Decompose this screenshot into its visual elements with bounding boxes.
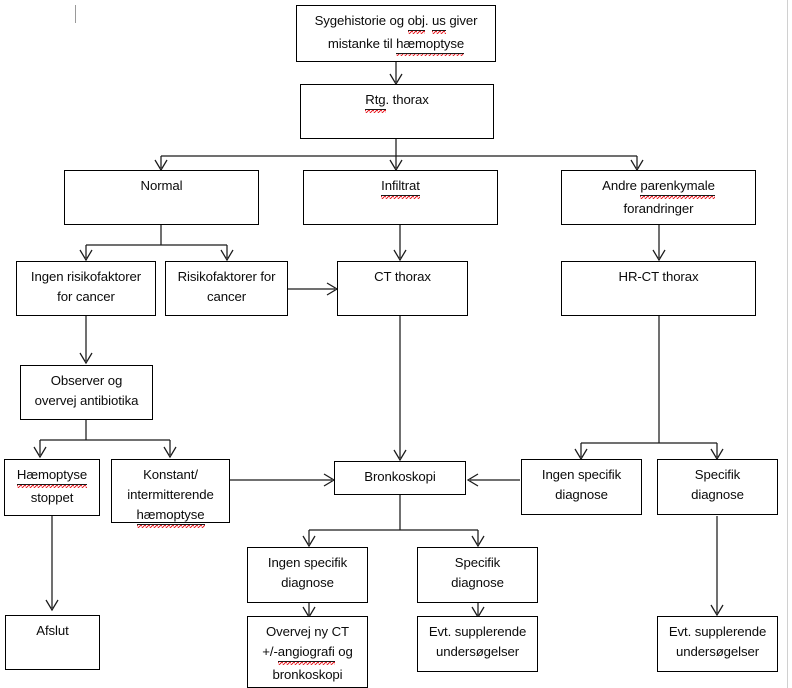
- node-normal-label: Normal: [140, 178, 183, 193]
- node-rtg-thorax-label: Rtg. thorax: [365, 90, 429, 113]
- node-overvej-line-3: bronkoskopi: [272, 666, 343, 682]
- node-infiltrat[interactable]: Infiltrat: [303, 170, 498, 225]
- node-specifik-hrct-line-1: Specifik: [694, 467, 741, 482]
- node-konstant-intermitterende[interactable]: Konstant/ intermitterende hæmoptyse: [111, 459, 230, 528]
- node-bronkoskopi[interactable]: Bronkoskopi: [334, 461, 466, 495]
- node-risikofaktorer-line-2: cancer: [207, 289, 246, 304]
- node-rtg-thorax[interactable]: Rtg. thorax: [300, 84, 494, 139]
- node-ingen-specifik-hrct-line-1: Ingen specifik: [541, 467, 622, 482]
- node-afslut[interactable]: Afslut: [5, 615, 100, 670]
- node-konstant-line-1: Konstant/: [143, 467, 198, 482]
- node-andre-line-2: forandringer: [623, 200, 694, 216]
- node-ingen-risikofaktorer-line-2: for cancer: [57, 289, 115, 304]
- node-risikofaktorer[interactable]: Risikofaktorer for cancer: [165, 261, 288, 316]
- node-ct-thorax-label: CT thorax: [374, 269, 431, 284]
- node-evt-supplerende-bronk[interactable]: Evt. supplerende undersøgelser: [417, 616, 538, 672]
- node-evt-suppl-bronk-line-2: undersøgelser: [436, 644, 519, 659]
- node-overvej-line-1: Overvej ny CT: [266, 624, 349, 639]
- node-evt-suppl-bronk-line-1: Evt. supplerende: [428, 624, 527, 639]
- node-afslut-label: Afslut: [36, 623, 69, 638]
- node-infiltrat-label: Infiltrat: [381, 176, 420, 199]
- node-hrct-thorax[interactable]: HR-CT thorax: [561, 261, 756, 316]
- node-specifik-bronk-line-1: Specifik: [454, 555, 501, 570]
- node-overvej-line-2: +/-angiografi og: [262, 642, 353, 665]
- node-ingen-specifik-diagnose-bronk[interactable]: Ingen specifik diagnose: [247, 547, 368, 603]
- node-andre-line-1: Andre parenkymale: [602, 176, 716, 199]
- node-ingen-specifik-bronk-line-2: diagnose: [281, 575, 334, 590]
- node-observer-line-1: Observer og: [50, 373, 123, 388]
- node-evt-suppl-hrct-line-2: undersøgelser: [676, 644, 759, 659]
- node-haemoptyse-stoppet[interactable]: Hæmoptyse stoppet: [4, 459, 100, 516]
- node-ingen-specifik-diagnose-hrct[interactable]: Ingen specifik diagnose: [521, 459, 642, 515]
- node-specifik-bronk-line-2: diagnose: [451, 575, 504, 590]
- node-konstant-line-2: intermitterende: [127, 487, 214, 502]
- node-specifik-hrct-line-2: diagnose: [691, 487, 744, 502]
- node-bronkoskopi-label: Bronkoskopi: [364, 469, 436, 484]
- node-risikofaktorer-line-1: Risikofaktorer for: [177, 269, 276, 284]
- node-start-line-2: mistanke til hæmoptyse: [328, 33, 464, 56]
- node-normal[interactable]: Normal: [64, 170, 259, 225]
- node-ingen-risikofaktorer-line-1: Ingen risikofaktorer: [30, 269, 142, 284]
- node-hrct-thorax-label: HR-CT thorax: [618, 269, 699, 284]
- node-ingen-risikofaktorer[interactable]: Ingen risikofaktorer for cancer: [16, 261, 156, 316]
- node-observer-line-2: overvej antibiotika: [34, 393, 139, 408]
- node-start[interactable]: Sygehistorie og obj. us giver mistanke t…: [296, 5, 496, 62]
- text-cursor-mark: [75, 5, 76, 23]
- node-evt-suppl-hrct-line-1: Evt. supplerende: [668, 624, 767, 639]
- node-ingen-specifik-hrct-line-2: diagnose: [555, 487, 608, 502]
- node-ct-thorax[interactable]: CT thorax: [337, 261, 468, 316]
- node-start-line-1: Sygehistorie og obj. us giver: [315, 11, 478, 34]
- node-ingen-specifik-bronk-line-1: Ingen specifik: [267, 555, 348, 570]
- page-margin-line: [787, 0, 788, 688]
- node-evt-supplerende-hrct[interactable]: Evt. supplerende undersøgelser: [657, 616, 778, 672]
- node-andre-parenkymale[interactable]: Andre parenkymale forandringer: [561, 170, 756, 225]
- node-haemoptyse-stoppet-line-2: stoppet: [30, 489, 74, 505]
- node-specifik-diagnose-hrct[interactable]: Specifik diagnose: [657, 459, 778, 515]
- node-konstant-line-3: hæmoptyse: [136, 505, 205, 528]
- node-specifik-diagnose-bronk[interactable]: Specifik diagnose: [417, 547, 538, 603]
- node-observer-antibiotika[interactable]: Observer og overvej antibiotika: [20, 365, 153, 420]
- node-haemoptyse-stoppet-line-1: Hæmoptyse: [16, 465, 88, 488]
- node-overvej-ny-ct[interactable]: Overvej ny CT +/-angiografi og bronkosko…: [247, 616, 368, 688]
